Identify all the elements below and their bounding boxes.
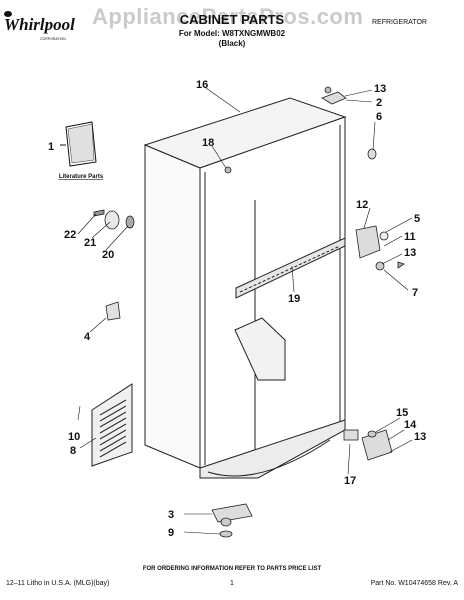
callout-3: 3 [168,509,174,521]
callout-18: 18 [202,137,214,149]
callout-12: 12 [356,199,368,211]
callout-14: 14 [404,419,417,431]
callout-labels: 1 2 3 4 5 6 7 8 9 10 11 12 13 13 13 14 1… [48,79,426,539]
callout-6: 6 [376,111,382,123]
brand-sub: CORPORATION [40,37,66,41]
litho-note: 12–11 Litho in U.S.A. (MLG)(bay) [6,580,109,587]
callout-16: 16 [196,79,208,91]
part-number: Part No. W10474658 Rev. A [371,580,459,587]
ordering-note: FOR ORDERING INFORMATION REFER TO PARTS … [143,566,322,572]
brand-logo: Whirlpool CORPORATION [4,11,75,41]
callout-22: 22 [64,229,76,241]
cabinet [143,97,347,479]
callout-2: 2 [376,97,382,109]
toe-grille [91,383,133,467]
callout-10: 10 [68,431,80,443]
callout-13-top: 13 [374,83,386,95]
watermark: AppliancePartsPros.com [92,4,364,29]
color-line: (Black) [219,39,246,48]
callout-4: 4 [84,331,91,343]
callout-20: 20 [102,249,114,261]
brand-name: Whirlpool [4,15,75,34]
callout-13-middle: 13 [404,247,416,259]
literature-parts-label: Literature Parts [59,174,104,180]
callout-8: 8 [70,445,76,457]
model-line: For Model: W8TXNGMWB02 [179,29,286,38]
callout-15: 15 [396,407,408,419]
page-title: CABINET PARTS [180,12,285,27]
leader-lines [77,87,413,535]
callout-9: 9 [168,527,174,539]
callout-1: 1 [48,141,54,153]
callout-21: 21 [84,237,96,249]
callout-11: 11 [404,231,416,243]
callout-5: 5 [414,213,420,225]
callout-17: 17 [344,475,356,487]
callout-13-bottom: 13 [414,431,426,443]
callout-19: 19 [288,293,300,305]
callout-7: 7 [412,287,418,299]
page-number: 1 [230,580,234,587]
literature-parts: Literature Parts [59,121,104,180]
category-label: REFRIGERATOR [372,19,427,26]
